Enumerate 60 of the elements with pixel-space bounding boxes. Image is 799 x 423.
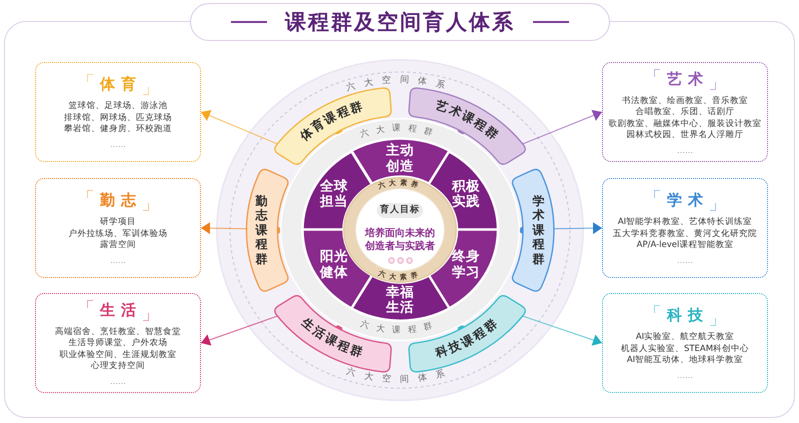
info-card (35, 293, 201, 393)
info-card (602, 293, 768, 393)
facility-text: 歌剧教室、融媒体中心、服装设计教室 (608, 118, 762, 130)
facility-text: AI智能学科教室、艺体特长训练室 (618, 217, 752, 228)
facility-text: 园林式校园、世界名人浮雕厅 (626, 130, 744, 142)
facility-text: AI实验室、航空航天教室 (636, 332, 734, 344)
arrow (200, 316, 278, 346)
ellipsis: …… (677, 370, 693, 381)
facility-text: 书法教室、绘画教室、音乐教室 (622, 96, 748, 106)
facility-text: 职业体验空间、生涯规划教室 (60, 350, 176, 360)
band-label: 学术课程群 (532, 194, 545, 266)
title: 课程群及空间育人体系 (285, 9, 515, 35)
facility-text: 五大学科竞赛教室、黄河文化研究院 (613, 228, 757, 240)
arrow (522, 316, 602, 346)
sector-label: 积极实践 (450, 179, 481, 210)
card-heading: 体育 (86, 74, 150, 96)
info-card (602, 178, 768, 278)
goal-badge: 育人目标 (377, 203, 423, 218)
ellipsis: …… (677, 146, 693, 156)
sector-label: 全球担当 (318, 179, 350, 210)
ellipsis: …… (110, 256, 126, 266)
ellipsis: …… (110, 376, 126, 386)
ring-label: 六大空间体系 (346, 76, 454, 94)
ellipsis: …… (677, 256, 693, 266)
facility-text: 户外拉练场、军训体验场 (68, 228, 168, 240)
goal-text: 培养面向未来的创造者与实践者 (364, 226, 436, 253)
facility-text: 露营空间 (100, 240, 136, 252)
facility-text: 心理支持空间 (91, 361, 145, 372)
info-card (602, 62, 768, 162)
facility-text: 排球馆、网球场、匹克球场 (64, 112, 172, 124)
facility-text: 合唱教室、乐团、话剧厅 (636, 107, 734, 118)
card-heading: 学术 (653, 190, 717, 212)
facility-text: 研学项目 (100, 217, 136, 229)
facility-text: 机器人实验室、STEAM科创中心 (620, 344, 750, 354)
facility-text: AI智能互动体、地球科学教室 (626, 355, 744, 367)
sector-label: 主动创造 (384, 144, 415, 175)
arrow (522, 110, 602, 144)
ring-label: 六大空间体系 (345, 367, 455, 386)
arrow (200, 222, 246, 234)
ellipsis: …… (110, 140, 126, 150)
band-label: 科技课程群 (434, 316, 502, 360)
facility-text: 高端宿舍、烹饪教室、智慧食堂 (55, 326, 181, 338)
info-card (35, 178, 201, 278)
band-label: 勤志课程群 (255, 194, 268, 266)
facility-text: 攀岩馆、健身房、环校跑道 (64, 124, 172, 136)
facility-text: AP/A-level课程智能教室 (636, 240, 734, 252)
facility-text: 生活导师课堂、户外农场 (68, 338, 168, 350)
card-heading: 科技 (653, 305, 717, 326)
card-heading: 勤志 (86, 190, 150, 212)
sector-label: 幸福生活 (384, 285, 415, 316)
arrow (554, 222, 602, 234)
card-heading: 生活 (86, 300, 150, 320)
card-heading: 艺术 (653, 68, 717, 90)
sector-label: 阳光健体 (318, 250, 350, 281)
band-label: 艺术课程群 (434, 98, 502, 144)
sector-label: 终身学习 (450, 250, 481, 281)
info-card (35, 62, 201, 162)
facility-text: 篮球馆、足球场、游泳池 (68, 101, 168, 113)
center-circle (355, 188, 445, 272)
arrow (200, 110, 278, 144)
